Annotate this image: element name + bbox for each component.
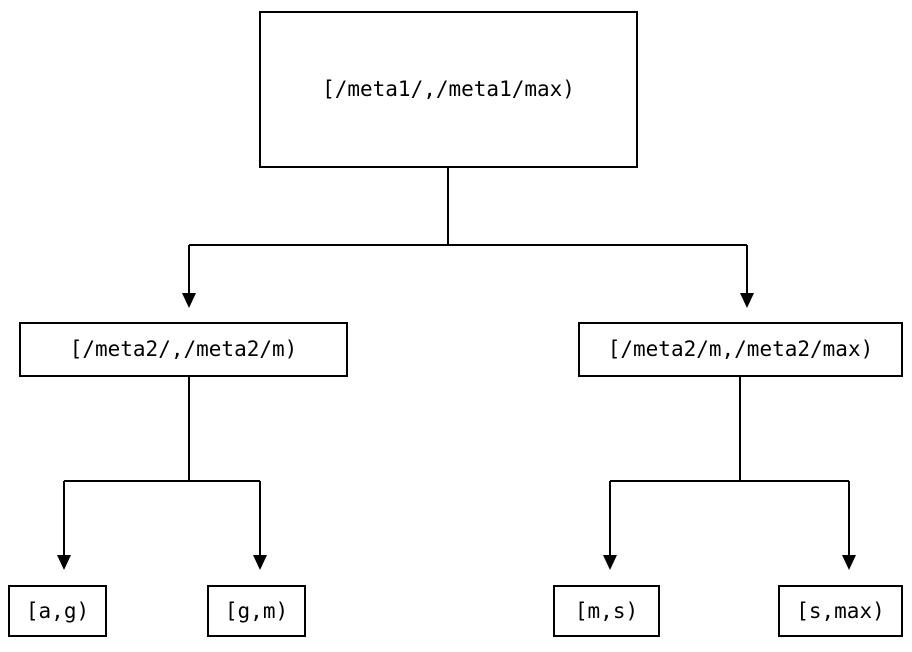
tree-node-leaf-smax-label: [s,max) [796, 598, 885, 623]
tree-node-leaf-ag[interactable]: [a,g) [8, 585, 107, 637]
tree-node-leaf-ag-label: [a,g) [25, 598, 90, 623]
arrowhead-mid-left-to-leaf-gm [253, 555, 267, 570]
tree-node-mid-right-label: [/meta2/m,/meta2/max) [607, 337, 874, 361]
arrowhead-mid-right-to-leaf-ms [603, 555, 617, 570]
tree-node-mid-right[interactable]: [/meta2/m,/meta2/max) [578, 322, 903, 377]
tree-node-root[interactable]: [/meta1/,/meta1/max) [259, 11, 638, 168]
tree-node-mid-left[interactable]: [/meta2/,/meta2/m) [19, 322, 348, 377]
tree-node-mid-left-label: [/meta2/,/meta2/m) [69, 337, 298, 361]
tree-node-leaf-ms-label: [m,s) [574, 598, 639, 623]
tree-node-leaf-smax[interactable]: [s,max) [778, 585, 903, 637]
arrowhead-mid-left-to-leaf-ag [57, 555, 71, 570]
tree-node-leaf-gm-label: [g,m) [224, 598, 289, 623]
tree-node-leaf-ms[interactable]: [m,s) [553, 585, 660, 637]
tree-node-root-label: [/meta1/,/meta1/max) [322, 77, 575, 101]
arrowhead-root-to-mid-right [740, 293, 754, 308]
arrowhead-mid-right-to-leaf-smax [842, 555, 856, 570]
tree-node-leaf-gm[interactable]: [g,m) [207, 585, 306, 637]
arrowhead-root-to-mid-left [182, 293, 196, 308]
